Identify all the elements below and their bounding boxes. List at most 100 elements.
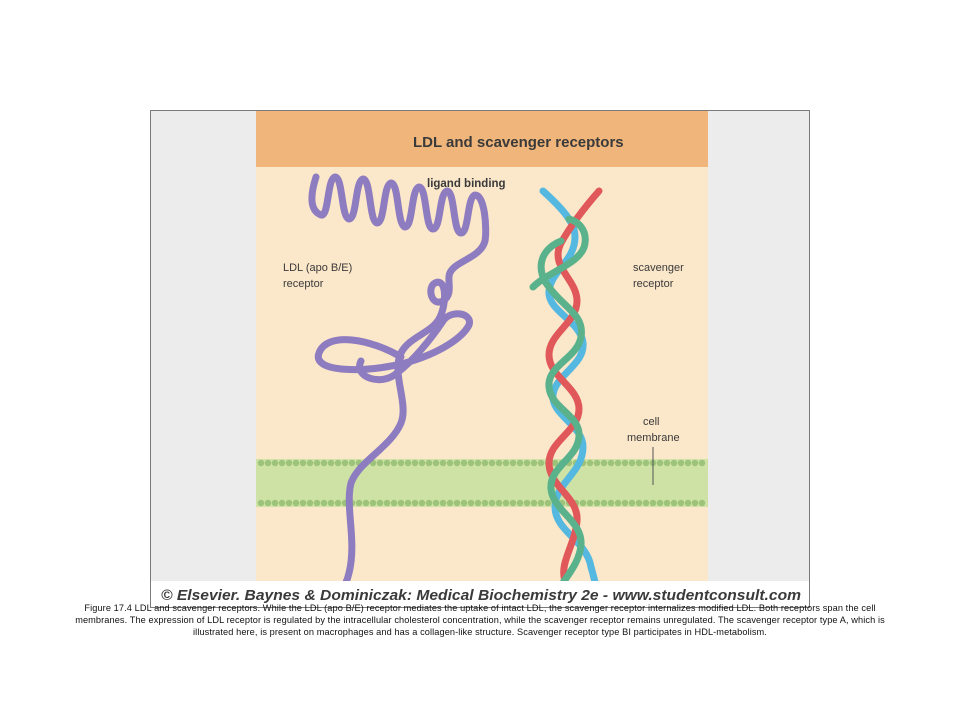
lipid-head: [691, 499, 699, 507]
lipid-head: [390, 499, 398, 507]
lipid-head: [313, 459, 321, 467]
lipid-head: [376, 459, 384, 467]
lipid-head: [495, 499, 503, 507]
lipid-head: [670, 499, 678, 507]
lipid-head: [593, 499, 601, 507]
lipid-head: [383, 499, 391, 507]
cell-membrane-label-line1: cell: [643, 416, 660, 428]
lipid-head: [621, 499, 629, 507]
lipid-head: [264, 459, 272, 467]
lipid-head: [607, 459, 615, 467]
lipid-head: [278, 459, 286, 467]
lipid-head: [551, 459, 559, 467]
lipid-head: [334, 459, 342, 467]
lipid-head: [306, 499, 314, 507]
lipid-head: [397, 459, 405, 467]
lipid-head: [628, 499, 636, 507]
lipid-head: [586, 459, 594, 467]
lipid-head: [614, 499, 622, 507]
lipid-head: [369, 499, 377, 507]
lipid-head: [530, 459, 538, 467]
lipid-head: [684, 499, 692, 507]
lipid-head: [481, 499, 489, 507]
ligand-binding-label: ligand binding: [427, 178, 506, 190]
figure-frame: LDL and scavenger receptors ligand bindi…: [150, 110, 810, 608]
lipid-head: [684, 459, 692, 467]
lipid-head: [334, 499, 342, 507]
lipid-head: [439, 459, 447, 467]
lipid-head: [474, 459, 482, 467]
lipid-head: [628, 459, 636, 467]
lipid-head: [698, 499, 706, 507]
lipid-head: [264, 499, 272, 507]
lipid-head: [320, 459, 328, 467]
lipid-head: [523, 459, 531, 467]
scavenger-receptor-label-line1: scavenger: [633, 262, 684, 274]
panel-title: LDL and scavenger receptors: [413, 134, 624, 151]
lipid-head: [467, 499, 475, 507]
lipid-head: [257, 499, 265, 507]
lipid-head: [544, 499, 552, 507]
lipid-head: [509, 499, 517, 507]
lipid-head: [271, 499, 279, 507]
lipid-head: [516, 499, 524, 507]
lipid-head: [285, 459, 293, 467]
cell-membrane: [256, 459, 708, 507]
lipid-head: [474, 499, 482, 507]
lipid-head: [341, 459, 349, 467]
lipid-head: [642, 499, 650, 507]
lipid-head: [467, 459, 475, 467]
lipid-head: [649, 499, 657, 507]
lipid-head: [453, 499, 461, 507]
lipid-head: [530, 499, 538, 507]
lipid-head: [523, 499, 531, 507]
copyright-text: © Elsevier. Baynes & Dominiczak: Medical…: [161, 587, 801, 604]
lipid-head: [257, 459, 265, 467]
lipid-head: [362, 499, 370, 507]
lipid-head: [579, 499, 587, 507]
lipid-head: [390, 459, 398, 467]
lipid-head: [516, 459, 524, 467]
lipid-head: [292, 459, 300, 467]
lipid-head: [404, 459, 412, 467]
figure-illustration: LDL and scavenger receptors ligand bindi…: [151, 111, 809, 607]
lipid-head: [509, 459, 517, 467]
lipid-head: [460, 499, 468, 507]
copyright-bar: [151, 581, 809, 607]
lipid-head: [488, 459, 496, 467]
lipid-head: [376, 499, 384, 507]
ldl-receptor-label-line1: LDL (apo B/E): [283, 262, 352, 274]
lipid-head: [278, 499, 286, 507]
lipid-head: [656, 499, 664, 507]
lipid-head: [635, 499, 643, 507]
lipid-head: [614, 459, 622, 467]
lipid-head: [621, 459, 629, 467]
lipid-head: [411, 499, 419, 507]
lipid-head: [495, 459, 503, 467]
lipid-head: [600, 499, 608, 507]
lipid-head: [446, 499, 454, 507]
lipid-head: [698, 459, 706, 467]
lipid-head: [418, 459, 426, 467]
lipid-head: [460, 459, 468, 467]
lipid-head: [488, 499, 496, 507]
scavenger-strand-green: [529, 215, 589, 601]
ldl-receptor-chain: [308, 173, 490, 603]
lipid-head: [327, 459, 335, 467]
lipid-head: [600, 459, 608, 467]
lipid-head: [656, 459, 664, 467]
lipid-head: [502, 499, 510, 507]
lipid-head: [411, 459, 419, 467]
lipid-head: [425, 499, 433, 507]
lipid-head: [586, 499, 594, 507]
lipid-head: [502, 459, 510, 467]
lipid-head: [446, 459, 454, 467]
lipid-head: [663, 459, 671, 467]
lipid-head: [537, 499, 545, 507]
lipid-head: [432, 459, 440, 467]
lipid-head: [418, 499, 426, 507]
lipid-head: [635, 459, 643, 467]
lipid-head: [607, 499, 615, 507]
lipid-head: [439, 499, 447, 507]
ldl-receptor-label-line2: receptor: [283, 278, 324, 290]
